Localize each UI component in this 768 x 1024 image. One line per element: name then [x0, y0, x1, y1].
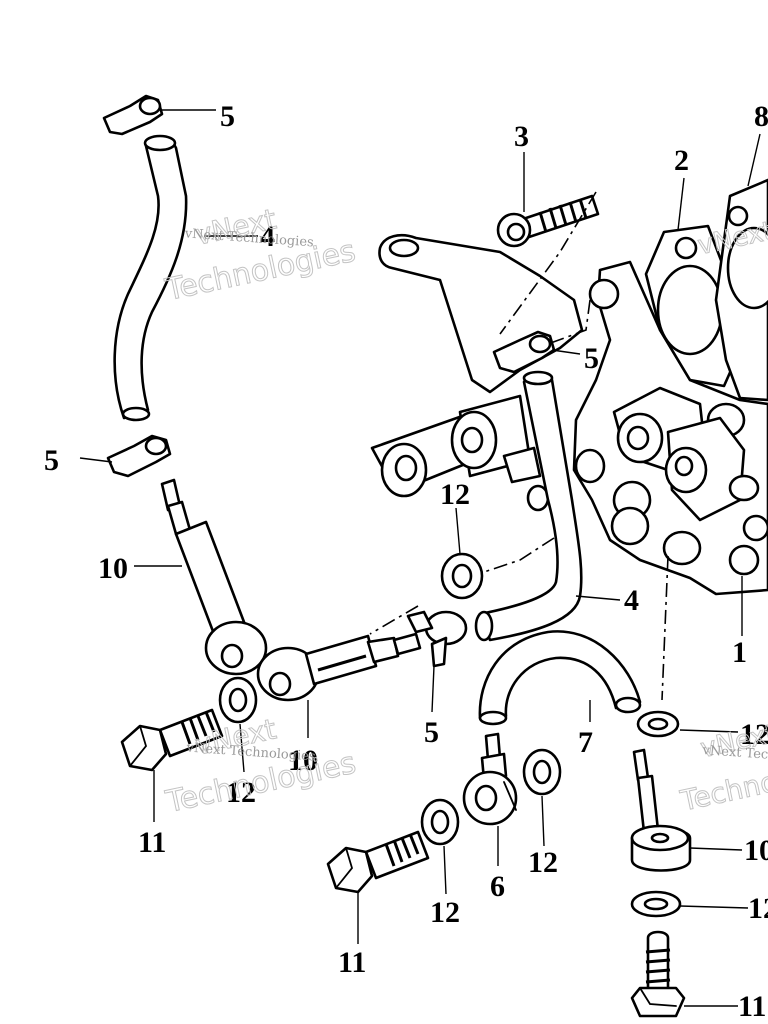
- callout-10-left: 10: [98, 552, 128, 585]
- callout-11-bottom-right: 11: [738, 990, 766, 1023]
- part-bolt-lower: [326, 830, 430, 894]
- callout-10-right: 10: [744, 834, 768, 867]
- part-lever-assembly: [370, 394, 542, 498]
- part-banjo-fitting-left: [160, 478, 268, 676]
- part-bracket: [378, 234, 584, 394]
- callout-3: 3: [514, 120, 529, 153]
- part-hose-curved: [478, 630, 642, 726]
- callout-5-hose-clamp: 5: [424, 716, 439, 749]
- part-hose-center: [474, 370, 583, 642]
- callout-labels: 5 3 2 8 4 5 5 12 10 4 1 10 5 7 12 12 11 …: [44, 100, 768, 1023]
- callout-12-center: 12: [440, 478, 470, 511]
- callout-5-center: 5: [584, 342, 599, 375]
- callout-12-left-lower: 12: [226, 776, 256, 809]
- callout-6: 6: [490, 870, 505, 903]
- callout-12-right-middle: 12: [740, 718, 768, 751]
- part-washer-center: [440, 552, 484, 600]
- callout-12-lower-left: 12: [430, 896, 460, 929]
- part-washer-left-lower: [218, 676, 258, 724]
- watermark-small-right: vNext Technologies: [701, 743, 768, 767]
- assembly-center-lines: [369, 191, 669, 701]
- callout-12-bottom-right: 12: [748, 892, 768, 925]
- leader-lines: [79, 109, 761, 1007]
- callout-4-center: 4: [624, 584, 639, 617]
- part-clamp-left-middle: [106, 434, 172, 478]
- part-bolt-bottom-right: [630, 930, 686, 1018]
- part-bolt-upper: [496, 194, 600, 248]
- callout-1: 1: [732, 636, 747, 669]
- callout-8: 8: [754, 100, 768, 133]
- part-gasket: [644, 224, 742, 388]
- part-washer-lower-left: [420, 798, 460, 846]
- part-clamp-top-left: [102, 94, 164, 136]
- part-banjo-fitting-middle: [256, 632, 422, 702]
- callout-12-lower-right: 12: [528, 846, 558, 879]
- part-bolt-left: [120, 708, 224, 772]
- part-hose-clamp-center: [406, 610, 468, 668]
- part-washer-right-middle: [636, 710, 680, 738]
- callout-4-left: 4: [260, 220, 275, 253]
- part-washer-bottom-right: [630, 890, 682, 918]
- callout-5-left-middle: 5: [44, 444, 59, 477]
- part-banjo-fitting-lower: [462, 732, 518, 826]
- callout-5-top-left: 5: [220, 100, 235, 133]
- callout-10-middle: 10: [288, 744, 318, 777]
- part-banjo-fitting-right: [630, 748, 692, 872]
- part-washer-lower-right: [522, 748, 562, 796]
- callout-11-lower: 11: [338, 946, 366, 979]
- part-pump-body: [526, 260, 768, 596]
- part-hose-left: [113, 134, 188, 422]
- callout-2: 2: [674, 144, 689, 177]
- part-flange: [714, 178, 768, 402]
- callout-7: 7: [578, 726, 593, 759]
- callout-11-left: 11: [138, 826, 166, 859]
